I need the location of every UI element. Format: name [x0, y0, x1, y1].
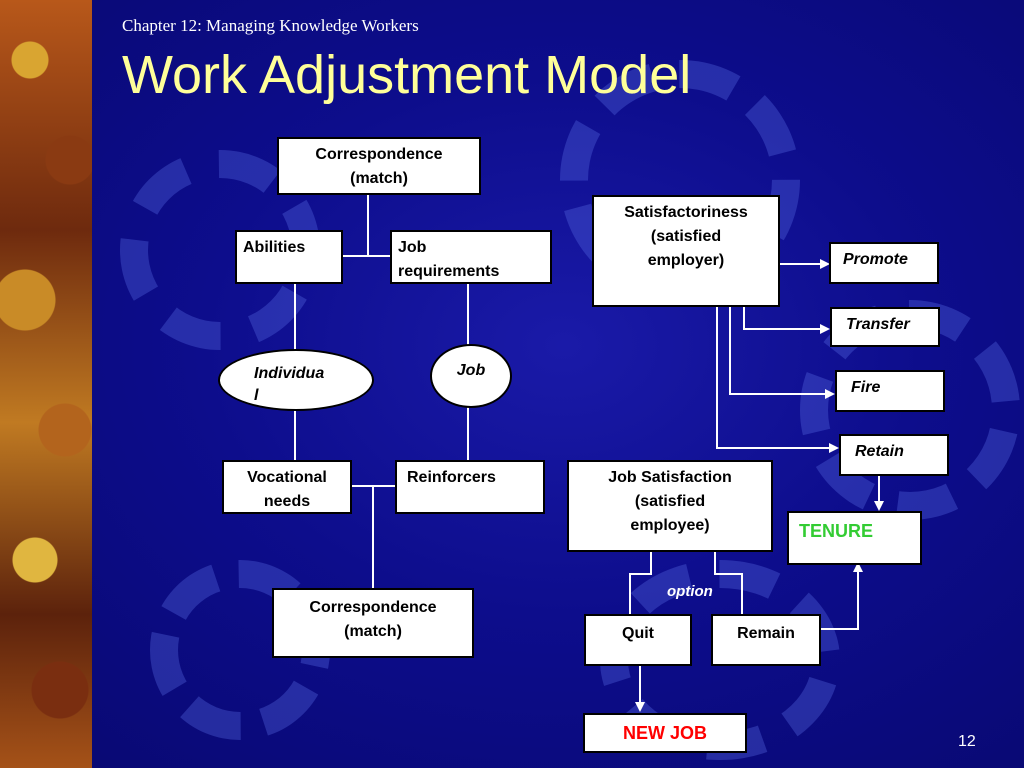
connector-line	[342, 255, 392, 257]
correspondence-top-text: Correspondence (match)	[315, 146, 443, 187]
page-title: Work Adjustment Model	[122, 45, 692, 105]
retain-box: Retain	[839, 434, 949, 476]
decorative-sidebar	[0, 0, 92, 768]
tenure-box: TENURE	[787, 511, 922, 565]
transfer-text: Transfer	[846, 316, 910, 333]
connector-line	[467, 407, 469, 461]
fire-box: Fire	[835, 370, 945, 412]
page-number: 12	[958, 733, 976, 750]
vocational-needs-text: Vocational needs	[247, 469, 327, 510]
remain-text: Remain	[737, 625, 795, 642]
job-requirements-text: Job requirements	[398, 239, 500, 280]
promote-text: Promote	[843, 251, 908, 268]
vocational-needs-box: Vocational needs	[222, 460, 352, 514]
reinforcers-box: Reinforcers	[395, 460, 545, 514]
correspondence-bottom-text: Correspondence (match)	[309, 599, 437, 640]
connector-line	[351, 485, 397, 487]
individual-text: Individua l	[254, 365, 325, 404]
option-label: option	[667, 583, 713, 600]
connector-line	[367, 194, 369, 256]
job-requirements-box: Job requirements	[390, 230, 552, 284]
individual-node: Individua l	[218, 349, 374, 411]
abilities-text: Abilities	[243, 239, 306, 256]
quit-text: Quit	[622, 625, 654, 642]
connector-line	[467, 283, 469, 345]
correspondence-bottom-box: Correspondence (match)	[272, 588, 474, 658]
job-satisfaction-box: Job Satisfaction (satisfied employee)	[567, 460, 773, 552]
tenure-text: TENURE	[799, 521, 874, 541]
new-job-box: NEW JOB	[583, 713, 747, 753]
satisfactoriness-text: Satisfactoriness (satisfied employer)	[624, 204, 748, 269]
retain-text: Retain	[855, 443, 904, 460]
reinforcers-text: Reinforcers	[407, 469, 496, 486]
job-node: Job	[430, 344, 512, 408]
abilities-box: Abilities	[235, 230, 343, 284]
job-satisfaction-text: Job Satisfaction (satisfied employee)	[608, 469, 732, 534]
connector-line	[294, 409, 296, 461]
fire-text: Fire	[851, 379, 881, 396]
transfer-box: Transfer	[830, 307, 940, 347]
connector-line	[372, 485, 374, 589]
remain-box: Remain	[711, 614, 821, 666]
correspondence-top-box: Correspondence (match)	[277, 137, 481, 195]
connector-line	[294, 283, 296, 351]
quit-box: Quit	[584, 614, 692, 666]
job-text: Job	[456, 362, 486, 379]
promote-box: Promote	[829, 242, 939, 284]
new-job-text: NEW JOB	[622, 723, 707, 743]
satisfactoriness-box: Satisfactoriness (satisfied employer)	[592, 195, 780, 307]
chapter-subtitle: Chapter 12: Managing Knowledge Workers	[122, 16, 419, 35]
